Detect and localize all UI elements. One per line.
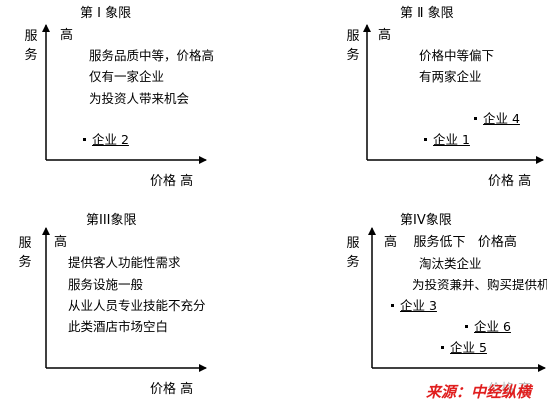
q2-x-label: 价格 高	[488, 174, 532, 189]
q4-company-5: 企业 5	[441, 341, 487, 355]
q3-line-4: 此类酒店市场空白	[68, 319, 169, 334]
q1-x-label: 价格 高	[150, 174, 194, 189]
source-label: 来源：中经纵横	[426, 383, 532, 401]
q3-title: 第III象限	[86, 213, 137, 228]
q3-line-3: 从业人员专业技能不充分	[68, 298, 206, 313]
q4-title: 第IV象限	[400, 213, 452, 228]
q2-line-1: 价格中等偏下	[419, 48, 495, 63]
q1-line-2: 仅有一家企业	[89, 69, 165, 84]
q2-service-label: 服 务	[346, 29, 360, 63]
q4-service-label: 服 务	[346, 236, 360, 270]
q3-line-2: 服务设施一般	[68, 277, 144, 292]
q4-line-1: 淘汰类企业	[419, 256, 482, 271]
q3-high-label: 高	[54, 235, 68, 250]
q1-service-label: 服 务	[24, 29, 38, 63]
q4-x-label: 价格 高	[488, 382, 532, 397]
q1-high-label: 高	[60, 28, 74, 43]
q2-high-label: 高	[378, 28, 392, 43]
q3-service-label: 服 务	[18, 236, 32, 270]
q3-line-1: 提供客人功能性需求	[68, 255, 181, 270]
q2-company-4: 企业 4	[474, 112, 520, 126]
q4-header: 高 服务低下 价格高	[384, 235, 517, 250]
q2-company-1: 企业 1	[424, 133, 470, 147]
q1-line-3: 为投资人带来机会	[89, 91, 190, 106]
q1-company: 企业 2	[83, 133, 129, 147]
company-marker	[83, 138, 86, 141]
company-marker	[474, 117, 477, 120]
q4-company-6: 企业 6	[465, 320, 511, 334]
q4-line-2: 为投资兼并、购买提供机	[412, 279, 547, 292]
q3-x-label: 价格 高	[150, 382, 194, 397]
company-marker	[441, 346, 444, 349]
company-marker	[465, 325, 468, 328]
q4-company-3: 企业 3	[391, 299, 437, 313]
q1-line-1: 服务品质中等，价格高	[89, 48, 215, 63]
company-marker	[391, 304, 394, 307]
company-marker	[424, 138, 427, 141]
q2-title: 第 Ⅱ 象限	[400, 6, 454, 21]
q1-title: 第 Ⅰ 象限	[80, 6, 132, 21]
q2-line-2: 有两家企业	[419, 69, 482, 84]
